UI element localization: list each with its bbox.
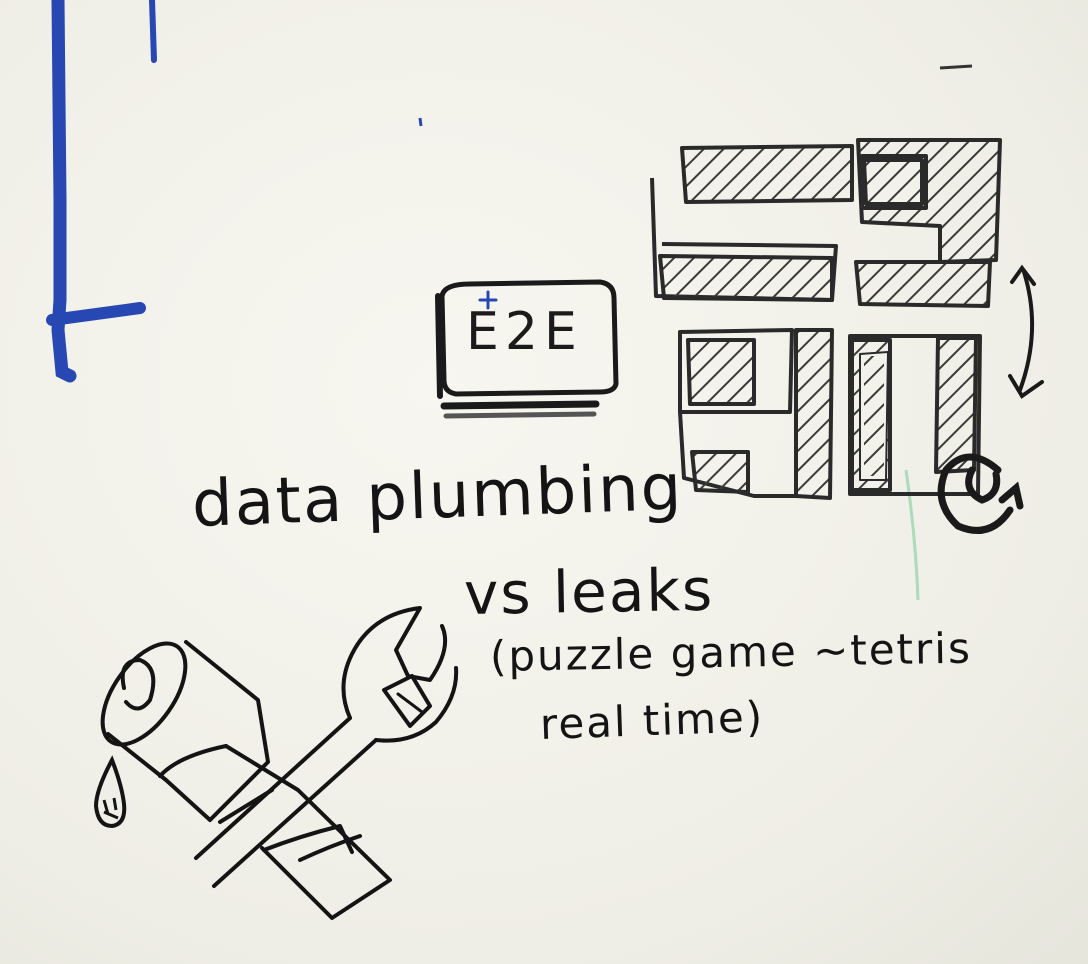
stray-mark: [939, 64, 973, 70]
pipe-icon: [100, 640, 392, 920]
monitor-label: E2E: [466, 302, 583, 362]
blue-marker-line: [46, 0, 157, 383]
wrench-icon: [194, 606, 459, 888]
grid-puzzle-icon: [650, 138, 1002, 500]
monitor-icon: [435, 279, 619, 419]
rotate-icon: [937, 453, 1024, 534]
note-subtitle-line2: real time): [539, 692, 765, 749]
note-title-line2: vs leaks: [463, 555, 715, 628]
note-subtitle-line1: (puzzle game ~tetris: [489, 623, 973, 681]
double-arrow-icon: [1008, 264, 1044, 399]
stray-mark: [418, 117, 423, 127]
drop-icon: [93, 755, 127, 829]
faint-green-line: [904, 469, 920, 601]
